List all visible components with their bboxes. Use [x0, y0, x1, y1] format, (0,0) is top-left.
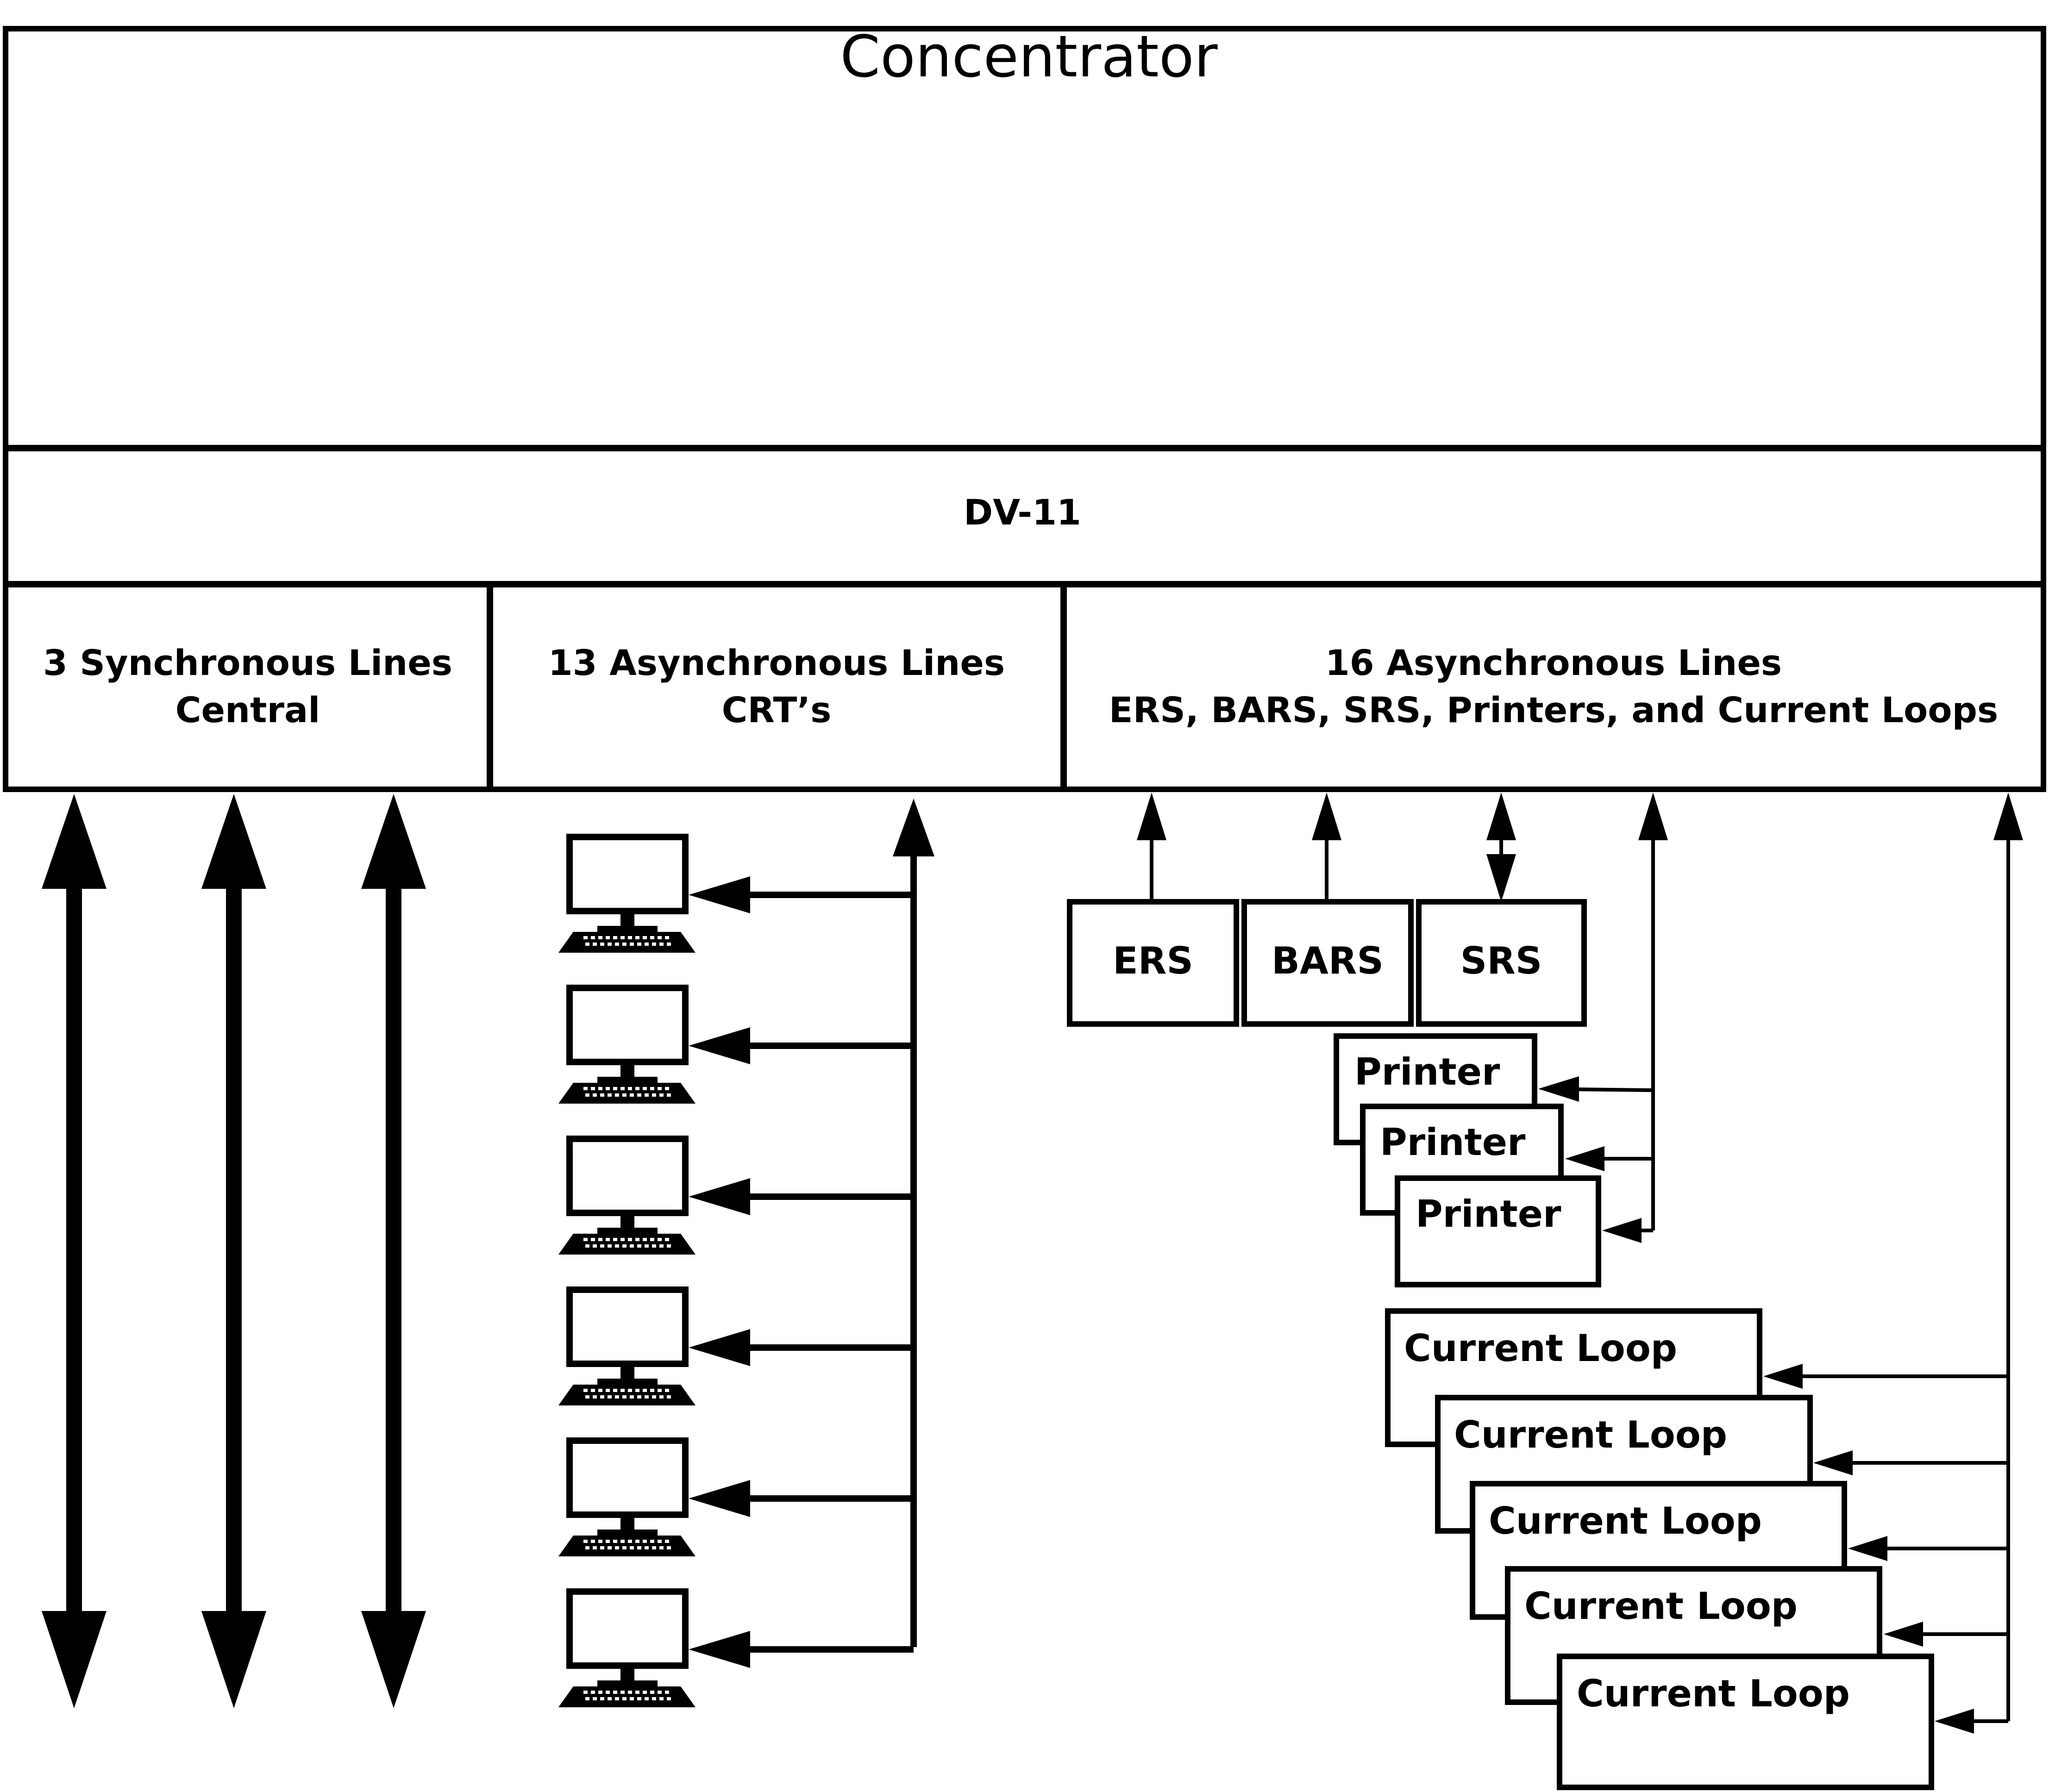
current-loop-device-5: Current Loop	[1557, 1654, 1934, 1790]
current-loop-label-4: Current Loop	[1524, 1585, 1798, 1628]
async-crt-lines-label: 13 Asynchronous Lines	[548, 642, 1005, 683]
computer-terminal-icon	[558, 1136, 696, 1255]
current-loop-label-2: Current Loop	[1454, 1413, 1727, 1456]
srs-label: SRS	[1460, 939, 1542, 982]
computer-terminal-icon	[558, 1437, 696, 1556]
printer-label-2: Printer	[1380, 1121, 1526, 1164]
computer-terminal-icon	[558, 985, 696, 1104]
printer-device-3: Printer	[1395, 1175, 1601, 1287]
crt-feed-arrow	[689, 1027, 914, 1064]
sync-lines-label: 3 Synchronous Lines	[43, 642, 452, 683]
crt-feed-arrow	[689, 1631, 914, 1668]
ers-label: ERS	[1113, 939, 1193, 982]
printer-label-3: Printer	[1416, 1193, 1561, 1236]
crt-feed-arrow	[689, 1480, 914, 1517]
current-loop-label-1: Current Loop	[1404, 1327, 1677, 1370]
printer-bus	[1538, 793, 1668, 1243]
concentrator-title: Concentrator	[840, 24, 1217, 90]
ers-device: ERS	[1067, 899, 1239, 1027]
srs-link-arrow	[1486, 793, 1516, 902]
bars-device: BARS	[1241, 899, 1414, 1027]
bars-label: BARS	[1272, 939, 1384, 982]
current-loop-label-5: Current Loop	[1577, 1672, 1850, 1715]
current-loop-bus	[1763, 793, 2023, 1734]
computer-terminal-icon	[558, 1286, 696, 1405]
async-crt-devices-label: CRT’s	[722, 689, 832, 731]
crt-feed-arrow	[689, 1178, 914, 1215]
sync-line-arrow-2	[201, 794, 266, 1708]
computer-terminal-icon	[558, 1588, 696, 1707]
srs-device: SRS	[1416, 899, 1587, 1027]
sync-central-label: Central	[175, 689, 320, 731]
sync-line-arrow-3	[361, 794, 426, 1708]
crt-feed-arrow	[689, 1329, 914, 1366]
dv11-label: DV-11	[964, 492, 1081, 533]
printer-label-1: Printer	[1354, 1050, 1500, 1093]
computer-terminal-icon	[558, 834, 696, 953]
crt-terminals	[558, 834, 914, 1707]
sync-line-arrow-1	[42, 794, 107, 1708]
async-other-lines-label: 16 Asynchronous Lines	[1325, 642, 1782, 683]
ers-link-arrow	[1137, 793, 1166, 902]
crt-bus	[893, 799, 934, 1647]
current-loop-label-3: Current Loop	[1489, 1499, 1762, 1542]
crt-feed-arrow	[689, 876, 914, 913]
async-other-devices-label: ERS, BARS, SRS, Printers, and Current Lo…	[1109, 689, 1998, 731]
bars-link-arrow	[1312, 793, 1341, 902]
concentrator-box	[3, 26, 2046, 792]
